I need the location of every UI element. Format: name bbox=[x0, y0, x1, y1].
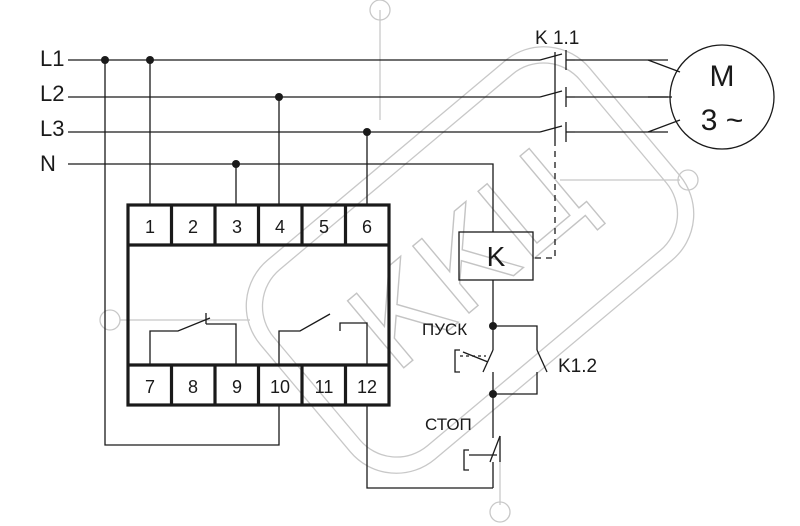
watermark-frame bbox=[245, 46, 695, 474]
terminal-7: 7 bbox=[145, 377, 155, 397]
terminal-9: 9 bbox=[232, 377, 242, 397]
wire-l1-t10 bbox=[104, 60, 280, 446]
motor-label-m: M bbox=[710, 60, 735, 93]
motor: M 3 ~ bbox=[647, 44, 775, 150]
terminal-4: 4 bbox=[275, 217, 285, 237]
wire-stop-t12 bbox=[366, 405, 493, 489]
coil-label: K bbox=[487, 241, 506, 272]
internal-contact-10-12 bbox=[278, 313, 368, 365]
terminal-3: 3 bbox=[232, 217, 242, 237]
watermark-ring bbox=[489, 501, 511, 523]
line-label-n: N bbox=[40, 151, 56, 176]
aux-contact-label: K1.2 bbox=[558, 356, 597, 377]
aux-contact-k12 bbox=[493, 325, 548, 395]
watermark-ring bbox=[99, 309, 121, 331]
main-contacts-label: K 1.1 bbox=[535, 28, 579, 49]
watermark-ring bbox=[677, 169, 699, 191]
terminal-1: 1 bbox=[145, 217, 155, 237]
internal-contact-7-9 bbox=[149, 313, 237, 365]
start-button bbox=[454, 326, 494, 394]
terminal-6: 6 bbox=[362, 217, 372, 237]
motor-label-3ph: 3 ~ bbox=[701, 104, 744, 137]
line-label-l3: L3 bbox=[40, 116, 64, 141]
main-contacts-k11 bbox=[539, 50, 668, 142]
terminal-10: 10 bbox=[270, 377, 290, 397]
terminal-5: 5 bbox=[319, 217, 329, 237]
terminal-12: 12 bbox=[357, 377, 377, 397]
motor-circle bbox=[669, 44, 775, 150]
stop-button bbox=[463, 432, 501, 488]
watermark: ККЦ bbox=[99, 0, 699, 523]
line-label-l1: L1 bbox=[40, 46, 64, 71]
stop-button-label: СТОП bbox=[425, 415, 472, 434]
line-label-l2: L2 bbox=[40, 81, 64, 106]
terminal-2: 2 bbox=[188, 217, 198, 237]
watermark-ring bbox=[369, 0, 391, 21]
coil-k bbox=[458, 231, 534, 281]
wire-n bbox=[68, 163, 494, 232]
start-button-label: ПУСК bbox=[422, 320, 467, 339]
terminal-11: 11 bbox=[315, 377, 334, 397]
relay-module: 1 2 3 4 5 6 7 8 9 10 11 12 bbox=[126, 203, 391, 407]
terminal-8: 8 bbox=[188, 377, 198, 397]
